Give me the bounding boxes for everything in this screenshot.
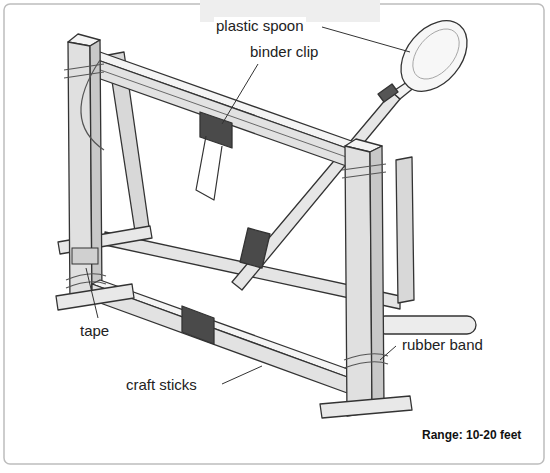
leader-line [222,64,258,124]
top-beam [92,58,352,168]
part-label: tape [78,322,111,340]
band-wrap [344,354,388,368]
spoon-clip [378,84,398,102]
right-back-post [396,157,414,303]
post-side [370,146,384,412]
range-note: Range: 10-20 feet [420,428,523,443]
spoon-shine [404,20,469,88]
leader-line [380,346,396,360]
binder-clip-bottom [182,306,214,344]
arm-block [240,228,270,268]
right-front-post [345,146,372,416]
band-wrap [64,64,104,78]
band-wrap [66,274,106,288]
leader-lines [86,27,410,384]
tape-wrap [72,248,98,264]
catapult [56,8,480,418]
front-rail [92,284,350,394]
band-wrap [342,164,386,178]
clip-wire [196,136,222,200]
part-label: binder clip [248,43,320,61]
part-label: plastic spoon [214,17,306,35]
right-foot [320,396,412,418]
part-label: rubber band [400,336,485,354]
frame-border [4,4,544,464]
top-beam-top [92,52,360,150]
right-stick [376,316,476,334]
leader-line [222,366,262,384]
part-label: craft sticks [124,376,199,394]
leader-line [86,268,98,318]
rubber-bands [64,60,388,368]
leader-line [322,27,410,52]
band-loop [81,60,104,150]
spoon-bowl [388,8,481,104]
beam-seam [92,67,352,159]
